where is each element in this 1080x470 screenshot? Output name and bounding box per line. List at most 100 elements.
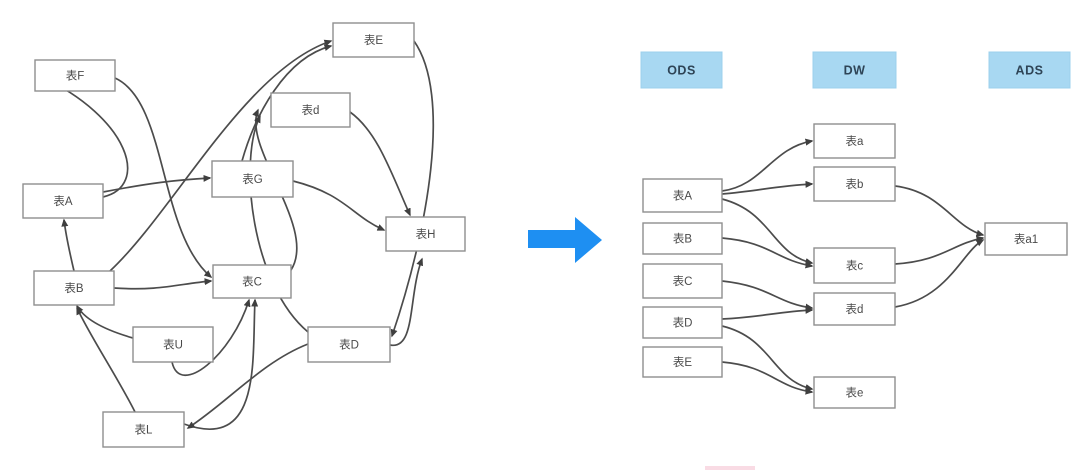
left-edge-B-to-E [109, 39, 333, 272]
table-box[interactable] [211, 160, 294, 198]
layer-header-label: ODS [667, 63, 696, 77]
left-edge-D-to-L [186, 343, 309, 429]
table-label: 表C [673, 274, 693, 288]
right-edge-A-to-b [721, 180, 814, 195]
table-box[interactable] [813, 292, 896, 326]
left-edge-G-to-E [241, 44, 333, 162]
left-node-d[interactable]: 表d [270, 92, 351, 128]
table-label: 表U [163, 338, 183, 352]
left-node-C[interactable]: 表C [212, 264, 292, 299]
table-label: 表D [673, 316, 693, 330]
layer-header-box[interactable] [988, 51, 1071, 89]
table-label: 表L [135, 423, 153, 437]
layer-header-ods[interactable]: ODS [640, 51, 723, 89]
table-box[interactable] [642, 178, 723, 213]
layer-headers: ODS DW ADS [640, 51, 1071, 89]
left-node-F[interactable]: 表F [34, 59, 116, 92]
table-box[interactable] [385, 216, 466, 252]
table-label: 表b [846, 177, 864, 191]
right-edge-d-to-a1 [894, 239, 985, 308]
left-edge-U-to-B [76, 304, 134, 339]
left-edge-A-to-F [38, 75, 129, 198]
table-label: 表e [846, 386, 864, 400]
left-node-U[interactable]: 表U [132, 326, 214, 363]
table-label: 表d [846, 302, 864, 316]
right-node-E[interactable]: 表E [642, 346, 723, 378]
left-node-A[interactable]: 表A [22, 183, 104, 219]
table-label: 表a [846, 134, 864, 148]
table-box[interactable] [270, 92, 351, 128]
right-node-a1[interactable]: 表a1 [984, 222, 1068, 256]
table-box[interactable] [813, 166, 896, 202]
right-edge-C-to-d [721, 280, 814, 311]
left-edge-G-to-H [292, 180, 386, 231]
table-label: 表H [416, 227, 436, 241]
table-box[interactable] [984, 222, 1068, 256]
table-label: 表F [66, 69, 85, 83]
right-node-C[interactable]: 表C [642, 263, 723, 299]
table-label: 表E [364, 33, 383, 47]
right-node-e[interactable]: 表e [813, 376, 896, 409]
layer-header-dw[interactable]: DW [812, 51, 897, 89]
table-box[interactable] [22, 183, 104, 219]
table-box[interactable] [813, 247, 896, 284]
left-edge-D-to-d [249, 114, 309, 333]
table-box[interactable] [102, 411, 185, 448]
right-edge-b-to-a1 [894, 185, 985, 237]
left-node-E[interactable]: 表E [332, 22, 415, 58]
table-box[interactable] [307, 326, 391, 363]
clipped-pink-shape [705, 466, 755, 470]
right-edge-D-to-e [721, 325, 814, 391]
left-node-D[interactable]: 表D [307, 326, 391, 363]
left-edge-U-to-C [171, 298, 251, 376]
table-box[interactable] [34, 59, 116, 92]
left-edge-E-to-D [390, 40, 435, 338]
right-edge-E-to-e [721, 361, 814, 395]
table-label: 表E [673, 355, 692, 369]
right-edge-A-to-a [721, 138, 814, 192]
right-node-b[interactable]: 表b [813, 166, 896, 202]
layer-header-ads[interactable]: ADS [988, 51, 1071, 89]
right-node-D[interactable]: 表D [642, 306, 723, 339]
table-box[interactable] [132, 326, 214, 363]
table-label: 表A [673, 189, 692, 203]
table-box[interactable] [813, 123, 896, 159]
table-label: 表B [673, 232, 692, 246]
right-edge-B-to-c [721, 237, 814, 269]
table-box[interactable] [813, 376, 896, 409]
table-box[interactable] [642, 222, 723, 255]
left-edge-B-to-A [61, 218, 75, 272]
left-edge-L-to-C [183, 298, 259, 431]
right-node-c[interactable]: 表c [813, 247, 896, 284]
left-node-L[interactable]: 表L [102, 411, 185, 448]
table-box[interactable] [642, 263, 723, 299]
table-box[interactable] [212, 264, 292, 299]
table-box[interactable] [642, 346, 723, 378]
table-box[interactable] [332, 22, 415, 58]
table-label: 表B [64, 281, 83, 295]
layer-header-box[interactable] [812, 51, 897, 89]
right-edge-A-to-c [721, 198, 814, 265]
table-label: 表d [302, 103, 320, 117]
layer-header-box[interactable] [640, 51, 723, 89]
right-node-B[interactable]: 表B [642, 222, 723, 255]
left-node-B[interactable]: 表B [33, 270, 115, 306]
table-box[interactable] [33, 270, 115, 306]
layer-header-label: ADS [1016, 63, 1044, 77]
right-node-d[interactable]: 表d [813, 292, 896, 326]
right-node-A[interactable]: 表A [642, 178, 723, 213]
table-label: 表G [242, 172, 262, 186]
left-edge-D-to-H [389, 257, 423, 346]
left-edge-L-to-B [76, 306, 136, 413]
right-edge-D-to-d [721, 306, 814, 320]
left-node-G[interactable]: 表G [211, 160, 294, 198]
messy-lineage-nodes: 表F 表E 表d 表G 表A 表H 表B 表C 表U 表D 表L [22, 22, 466, 448]
right-edge-c-to-a1 [894, 235, 985, 265]
left-edge-A-to-G [102, 174, 212, 193]
left-edge-B-to-C [113, 278, 213, 290]
left-node-H[interactable]: 表H [385, 216, 466, 252]
right-node-a[interactable]: 表a [813, 123, 896, 159]
table-box[interactable] [642, 306, 723, 339]
